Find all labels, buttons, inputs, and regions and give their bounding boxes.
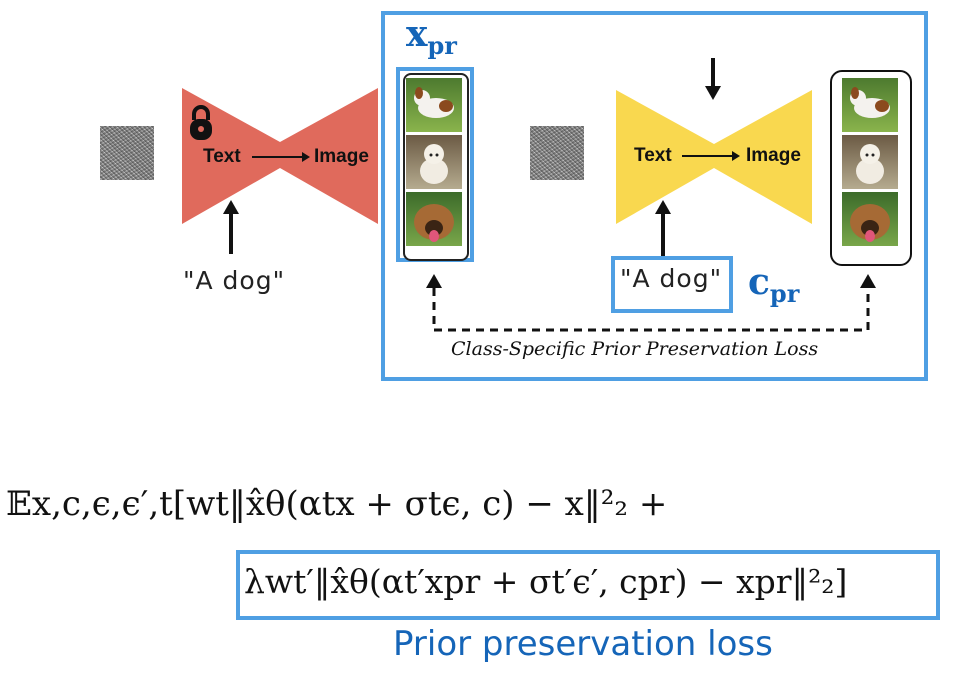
equation-line-1: 𝔼x,c,ϵ,ϵ′,t[wt‖x̂θ(αtx + σtϵ, c) − x‖²₂ … <box>6 484 667 524</box>
loss-connector <box>420 272 880 342</box>
top-down-arrow <box>703 58 723 102</box>
dog-photo-3 <box>406 192 462 246</box>
prior-loss-caption: Prior preservation loss <box>393 624 773 664</box>
right-prompt-arrow <box>653 200 673 258</box>
dog-photo-6 <box>842 192 898 246</box>
dog-photo-2 <box>406 135 462 189</box>
x-pr-sub: pr <box>427 31 456 60</box>
right-image-label: Image <box>746 145 801 167</box>
x-pr-main: x <box>406 13 427 55</box>
right-arrow-text-image <box>680 149 742 163</box>
lock-icon <box>188 104 214 142</box>
left-image-label: Image <box>314 146 369 168</box>
x-pr-label: xpr <box>406 14 457 66</box>
right-text-label: Text <box>634 145 672 167</box>
dog-photo-1 <box>406 78 462 132</box>
left-arrow-text-image <box>250 150 312 164</box>
dog-photo-5 <box>842 135 898 189</box>
noise-image-left <box>100 126 154 180</box>
left-prompt-arrow <box>221 200 241 256</box>
loss-caption: Class-Specific Prior Preservation Loss <box>447 338 822 360</box>
left-prompt-text: "A dog" <box>183 266 285 295</box>
noise-image-right <box>530 126 584 180</box>
dog-photo-4 <box>842 78 898 132</box>
equation-line-2: λwt′‖x̂θ(αt′xpr + σt′ϵ′, cpr) − xpr‖²₂] <box>244 562 847 601</box>
left-text-label: Text <box>203 146 241 168</box>
